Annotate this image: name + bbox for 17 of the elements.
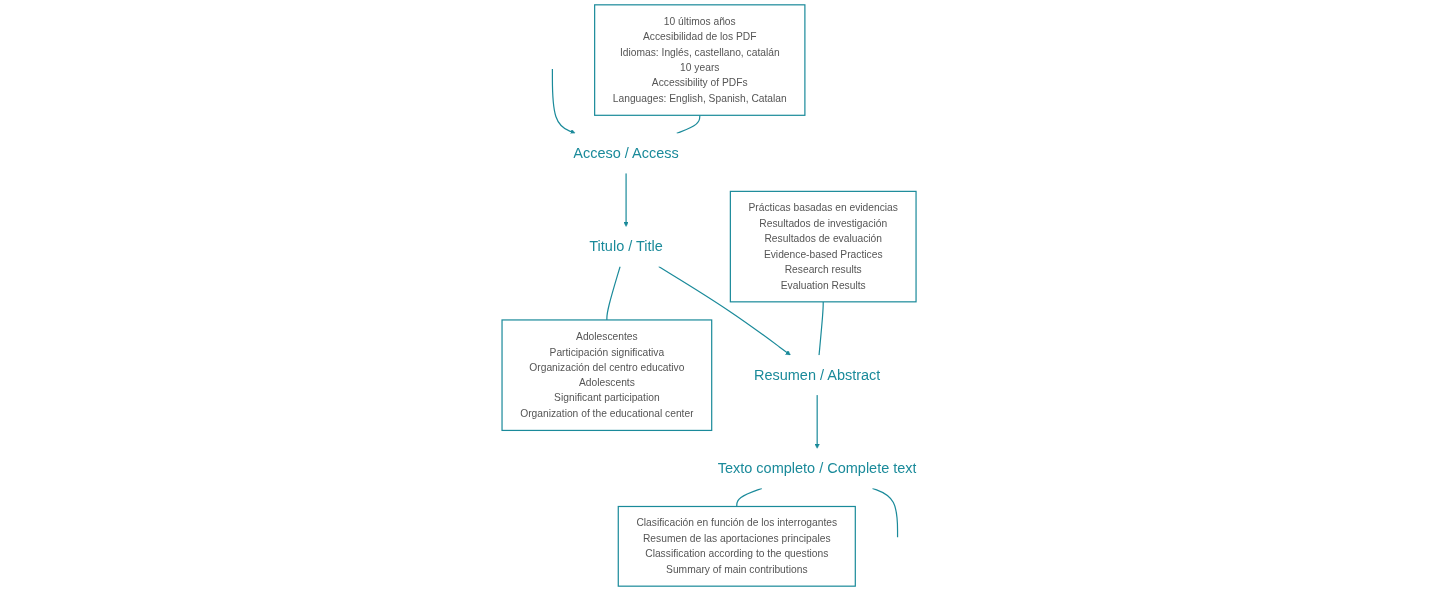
connector	[818, 301, 824, 356]
arrow	[814, 394, 820, 449]
node-text: Acceso / Access	[573, 144, 679, 162]
connector	[606, 265, 621, 321]
arrow	[623, 172, 629, 227]
connector	[736, 487, 763, 508]
arrow	[551, 68, 576, 135]
arrow	[658, 265, 791, 356]
node-box: Clasificación en función de los interrogantes Resumen de las aportaciones principales Classification according to the questions Summary of main contributions	[617, 505, 856, 587]
node-text: Titulo / Title	[589, 238, 663, 255]
node-box: Adolescentes Participación significativa Organización del centro educativo Adolescents Significant participation Organization of the educational center	[501, 319, 713, 432]
node-box: Prácticas basadas en evidencias Resultados de investigación Resultados de evaluación Evidence-based Practices Research results Evaluation Results	[729, 190, 917, 303]
node-text: Texto completo / Complete text	[717, 460, 917, 477]
node-text: Resumen / Abstract	[754, 366, 881, 384]
node-box: 10 últimos años Accesibilidad de los PDF Idiomas: Inglés, castellano, catalán 10 years Accessibility of PDFs Languages: English, Spanish, Catalan	[594, 4, 806, 116]
connector	[676, 114, 701, 134]
connector	[871, 487, 899, 538]
